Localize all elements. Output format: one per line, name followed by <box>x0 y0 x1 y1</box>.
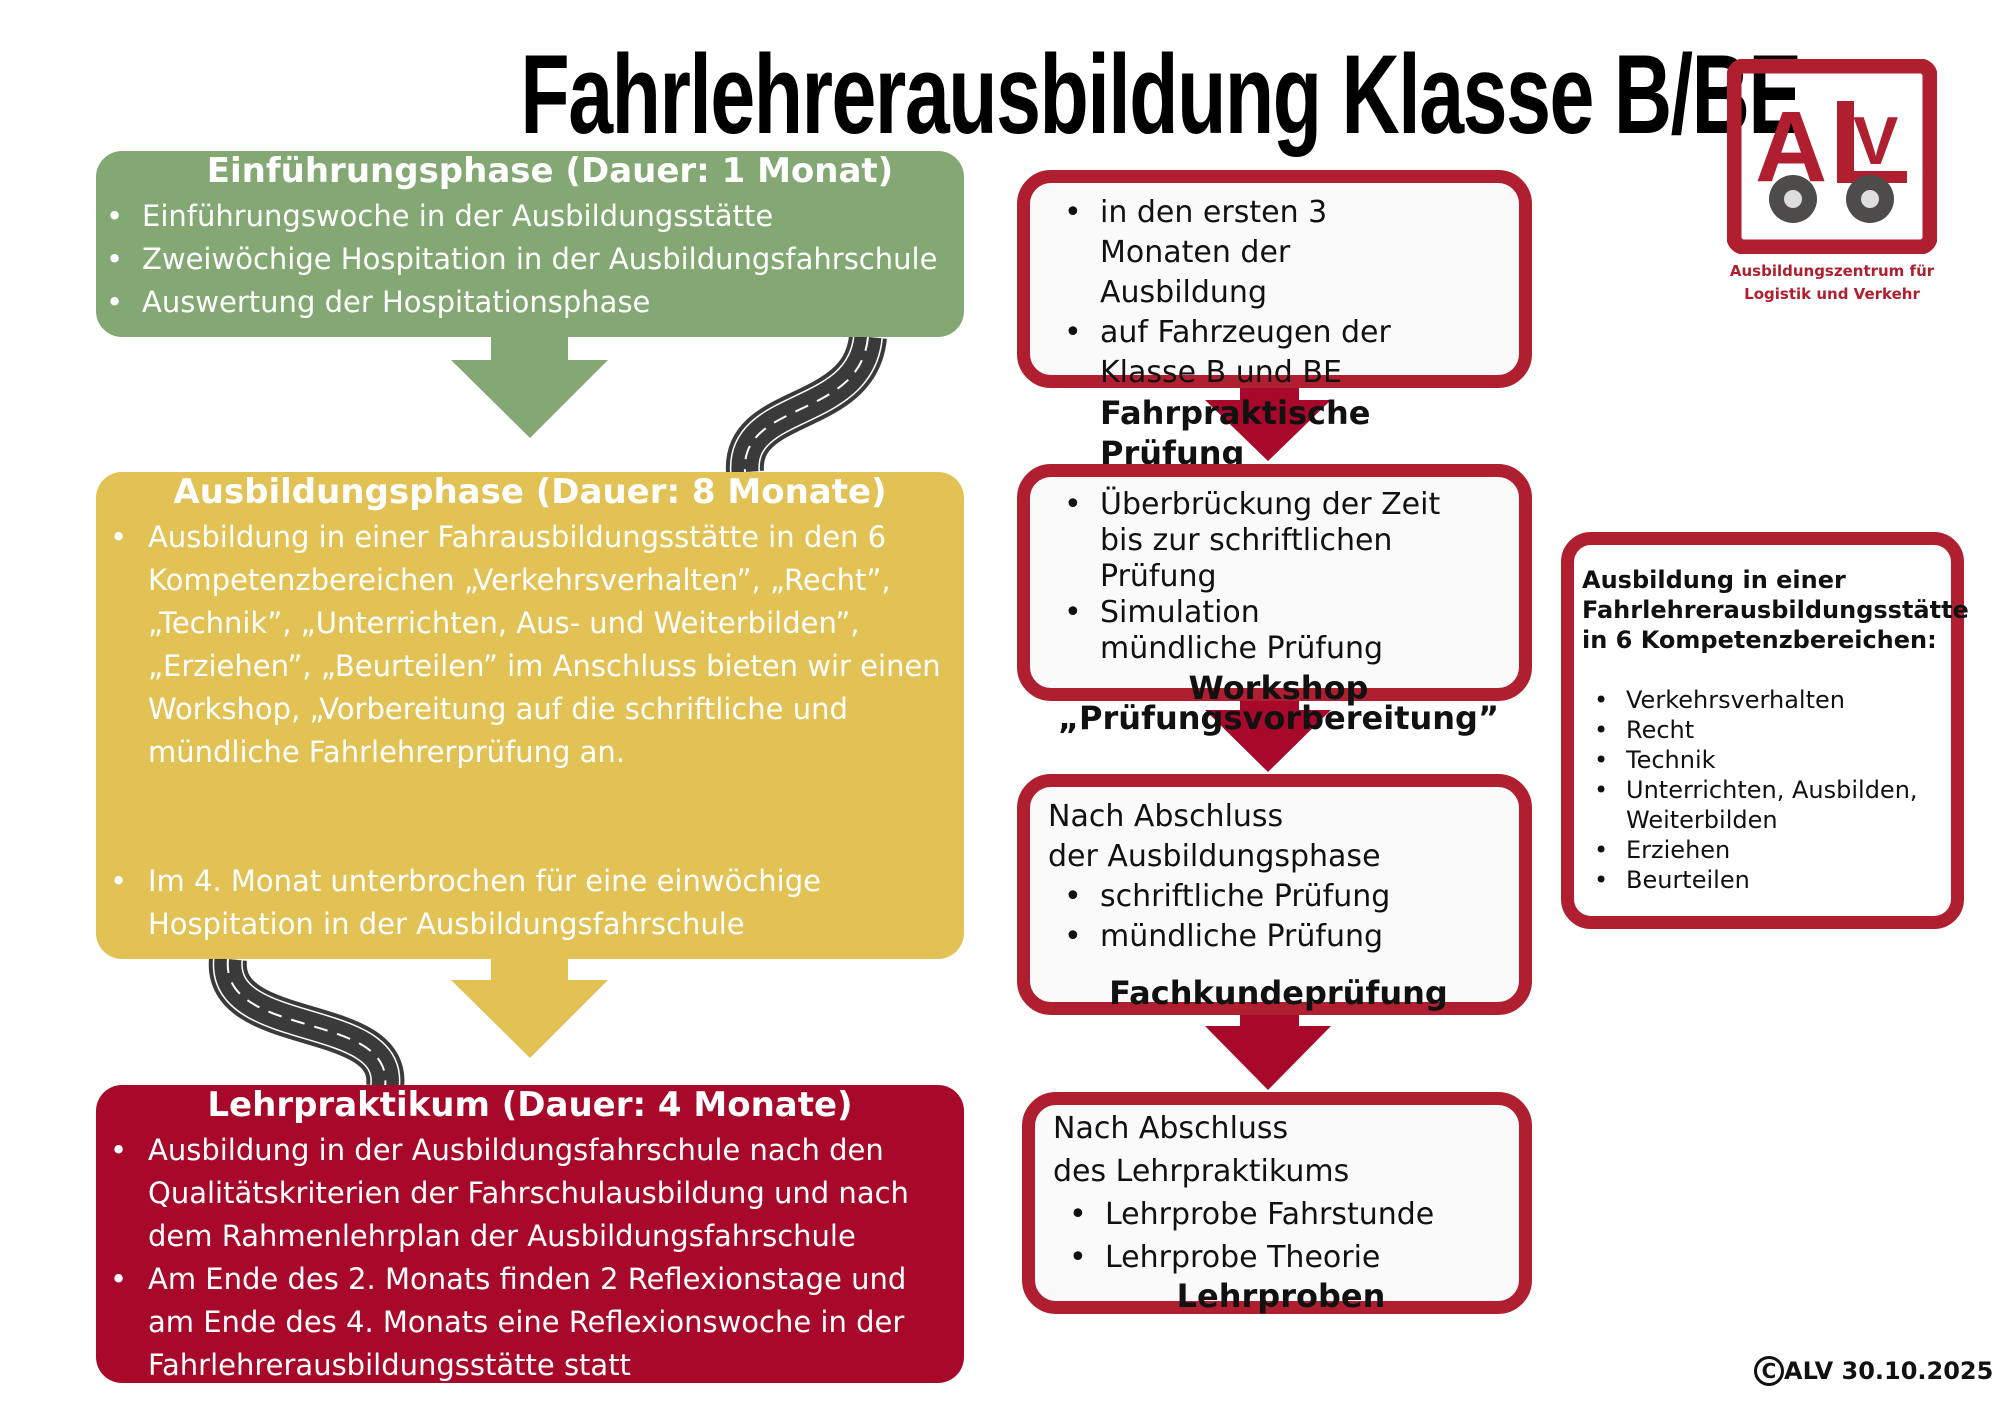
copyright: C ALV 30.10.2025 <box>1754 1356 1993 1386</box>
list-item: Simulation mündliche Prüfung <box>1048 595 1509 667</box>
list-item: mündliche Prüfung <box>1048 917 1509 957</box>
arrow-down-icon <box>451 959 608 1058</box>
exam-lehrproben: Nach Abschluss des Lehrpraktikums Lehrpr… <box>1022 1092 1532 1314</box>
exam-intro: des Lehrpraktikums <box>1053 1154 1350 1189</box>
arrow-down-icon <box>1205 388 1331 461</box>
phase-einfuehrung: Einführungsphase (Dauer: 1 Monat) Einfüh… <box>96 151 964 337</box>
list-item: Auswertung der Hospitationsphase <box>96 281 964 324</box>
exam-intro: Nach Abschluss <box>1048 799 1284 834</box>
phase-lehrpraktikum: Lehrpraktikum (Dauer: 4 Monate) Ausbildu… <box>96 1085 964 1383</box>
phase-heading: Einführungsphase (Dauer: 1 Monat) <box>206 151 894 191</box>
arrow-down-icon <box>1205 1015 1331 1090</box>
copyright-icon: C <box>1754 1356 1784 1386</box>
list-item: Erziehen <box>1582 835 1943 865</box>
phase-heading: Lehrpraktikum (Dauer: 4 Monate) <box>207 1085 853 1125</box>
list-item: Am Ende des 2. Monats finden 2 Reflexion… <box>96 1258 964 1387</box>
list-item: Lehrprobe Fahrstunde <box>1053 1193 1509 1236</box>
phase-heading: Ausbildungsphase (Dauer: 8 Monate) <box>173 472 887 512</box>
copyright-text: ALV 30.10.2025 <box>1784 1357 1994 1385</box>
list-item: auf Fahrzeugen der Klasse B und BE <box>1048 313 1509 393</box>
logo-caption: Ausbildungszentrum für <box>1729 262 1935 280</box>
list-item: Zweiwöchige Hospitation in der Ausbildun… <box>96 238 964 281</box>
phase-ausbildung: Ausbildungsphase (Dauer: 8 Monate) Ausbi… <box>96 472 964 959</box>
exam-fahrpraktisch: in den ersten 3 Monaten der Ausbildung a… <box>1017 170 1532 472</box>
list-item: Beurteilen <box>1582 865 1943 895</box>
list-item: in den ersten 3 Monaten der Ausbildung <box>1048 193 1509 313</box>
kompetenzbereiche-box: Ausbildung in einer Fahrlehrerausbildung… <box>1561 532 1969 929</box>
exam-title: Workshop <box>1188 669 1369 707</box>
svg-text:V: V <box>1853 103 1898 179</box>
road-icon <box>205 956 408 1090</box>
list-item: Lehrprobe Theorie <box>1053 1236 1509 1279</box>
exam-title: Fachkundeprüfung <box>1109 974 1448 1012</box>
list-item: Unterrichten, Ausbilden, Weiterbilden <box>1582 775 1943 835</box>
exam-title: Lehrproben <box>1176 1277 1386 1315</box>
exam-workshop: Überbrückung der Zeit bis zur schriftlic… <box>1017 464 1532 734</box>
exam-intro: der Ausbildungsphase <box>1048 839 1381 874</box>
exam-fachkunde: Nach Abschluss der Ausbildungsphase schr… <box>1017 774 1532 1015</box>
exam-title: Fahrpraktische Prüfung <box>1100 394 1371 472</box>
list-item: Ausbildung in der Ausbildungsfahrschule … <box>96 1129 964 1258</box>
list-item: Recht <box>1582 715 1943 745</box>
road-icon <box>722 333 890 474</box>
arrow-down-icon <box>1205 701 1331 772</box>
logo-truck-icon: A V <box>1726 58 1938 255</box>
logo-caption: Logistik und Verkehr <box>1744 285 1920 303</box>
list-item: Im 4. Monat unterbrochen für eine einwöc… <box>96 860 964 946</box>
arrow-down-icon <box>451 337 608 438</box>
exam-intro: Nach Abschluss <box>1053 1111 1289 1146</box>
side-heading: Ausbildung in einer Fahrlehrerausbildung… <box>1582 566 1969 654</box>
list-item: Einführungswoche in der Ausbildungsstätt… <box>96 195 964 238</box>
exam-title: „Prüfungsvorbereitung” <box>1058 699 1499 737</box>
list-item: Verkehrsverhalten <box>1582 685 1943 715</box>
list-item: Technik <box>1582 745 1943 775</box>
list-item: Ausbildung in einer Fahrausbildungsstätt… <box>96 516 964 774</box>
list-item: schriftliche Prüfung <box>1048 877 1509 917</box>
list-item: Überbrückung der Zeit bis zur schriftlic… <box>1048 487 1509 595</box>
alv-logo: A V Ausbildungszentrum für Logistik und … <box>1726 58 1938 303</box>
